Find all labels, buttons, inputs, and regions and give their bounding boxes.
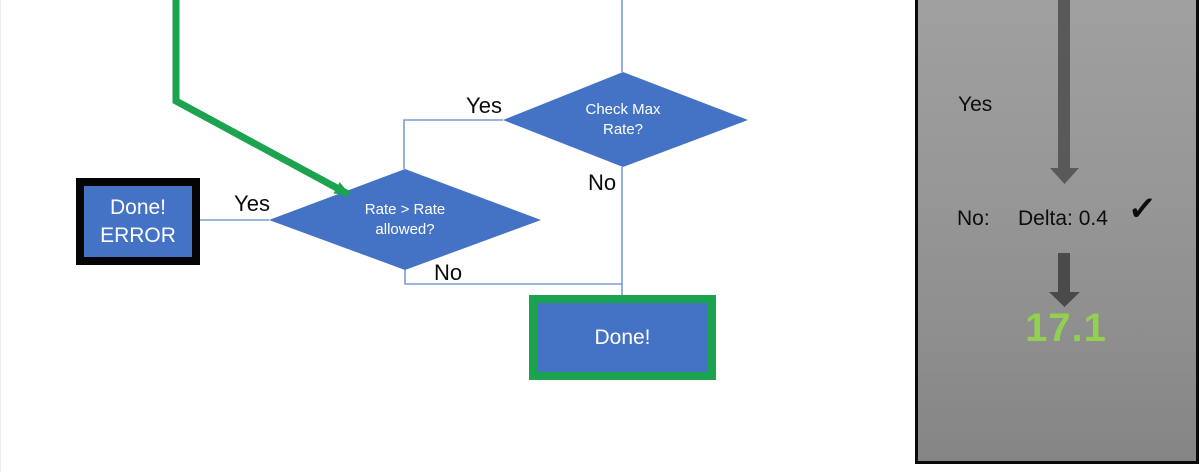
branch-label-checkmax-yes: Yes [466, 93, 502, 118]
results-side-panel: Yes No: Delta: 0.4 ✓ 17.1 [915, 0, 1199, 464]
down-arrow-small [1049, 253, 1080, 307]
connector-rateallowed-no [404, 270, 622, 285]
branch-label-checkmax-no: No [587, 170, 617, 195]
panel-yes-label: Yes [958, 93, 993, 116]
terminal-box-done-error: Done! ERROR [76, 178, 200, 265]
terminal-box-done-error-label: Done! ERROR [100, 195, 176, 247]
branch-label-rateallowed-yes: Yes [234, 191, 270, 216]
terminal-box-done-label: Done! [594, 325, 651, 349]
highlighted-path-arrow [172, 0, 351, 198]
connector-checkmax-yes [403, 119, 503, 169]
decision-rate-allowed-shape [269, 169, 541, 270]
terminal-box-done: Done! [529, 295, 716, 380]
panel-arrows-graphic [1049, 0, 1080, 307]
decision-check-max-rate-shape [503, 72, 748, 167]
decision-check-max-rate-label: Check Max Rate? [585, 101, 661, 138]
branch-label-rateallowed-no: No [433, 260, 463, 285]
panel-no-label: No: [957, 207, 990, 230]
panel-result-value: 17.1 [1025, 306, 1107, 350]
panel-delta-value: Delta: 0.4 [1018, 207, 1108, 230]
decision-rate-allowed-label: Rate > Rate allowed? [364, 201, 446, 238]
down-arrow-large [1050, 0, 1079, 184]
checkmark-icon: ✓ [1127, 189, 1158, 229]
